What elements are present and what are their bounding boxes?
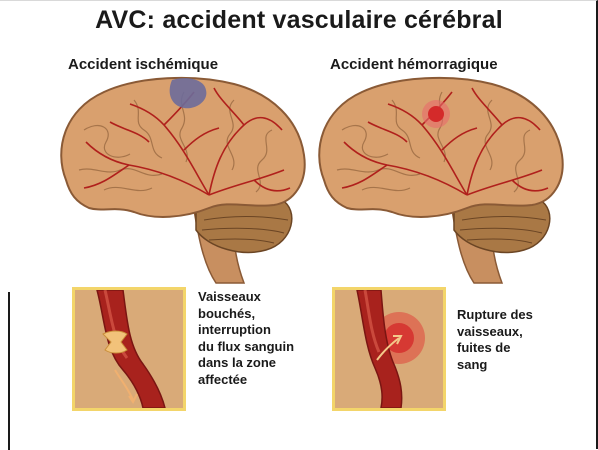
hemorrhagic-caption: Rupture des vaisseaux, fuites de sang bbox=[457, 307, 587, 373]
ruptured-vessel-illustration bbox=[335, 290, 443, 408]
ischemic-caption: Vaisseaux bouchés, interruption du flux … bbox=[198, 289, 328, 388]
brain-ischemic-illustration bbox=[44, 70, 324, 285]
page-title: AVC: accident vasculaire cérébral bbox=[0, 6, 598, 35]
blocked-vessel-illustration bbox=[75, 290, 183, 408]
blocked-vessel-box bbox=[72, 287, 186, 411]
cerebrum bbox=[319, 78, 562, 217]
brain-hemorrhagic-illustration bbox=[302, 70, 582, 285]
ruptured-vessel-box bbox=[332, 287, 446, 411]
frame-left-edge bbox=[8, 292, 10, 450]
